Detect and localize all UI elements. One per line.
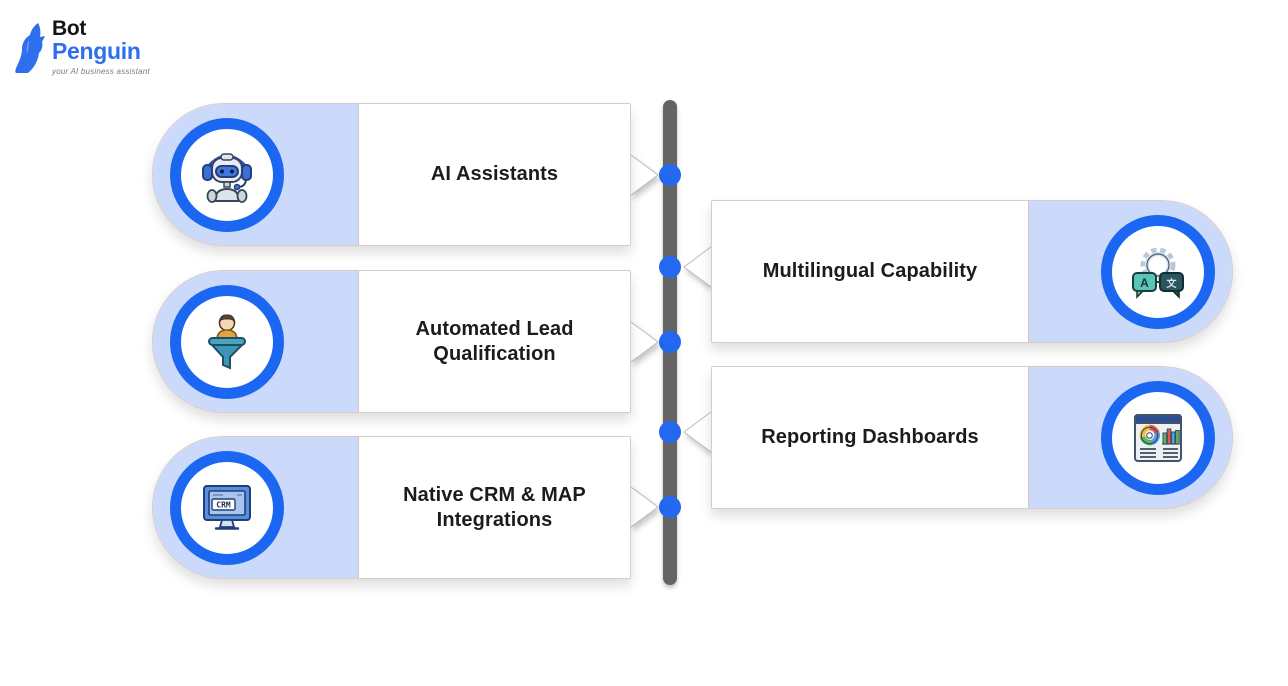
lead-funnel-icon <box>208 313 246 370</box>
card-label: AI Assistants <box>430 163 559 185</box>
timeline-node-crm-integrations <box>659 496 681 518</box>
svg-text:A: A <box>1140 276 1149 290</box>
card-label-section: Automated Lead Qualification <box>359 271 630 412</box>
connector-arrow-right-icon <box>630 154 659 196</box>
robot-assistant-icon <box>202 152 252 203</box>
card-label: Native CRM & MAP Integrations <box>403 483 586 531</box>
card-icon-section <box>1028 367 1232 508</box>
dashboard-icon <box>1134 413 1182 462</box>
card-icon-section <box>153 104 359 245</box>
card-label: Multilingual Capability <box>762 260 978 282</box>
feature-card-multilingual: Multilingual Capability A 文 <box>711 200 1233 343</box>
connector-arrow-left-icon <box>683 411 712 453</box>
card-icon-section <box>153 271 359 412</box>
card-label-section: Reporting Dashboards <box>712 367 1028 508</box>
icon-circle: CRM <box>170 450 284 565</box>
timeline-node-multilingual <box>659 256 681 278</box>
feature-card-reporting-dashboards: Reporting Dashboards <box>711 366 1233 509</box>
feature-card-ai-assistants: AI Assistants <box>152 103 631 246</box>
card-icon-section: CRM <box>153 437 359 578</box>
connector-arrow-right-icon <box>630 486 659 528</box>
card-label-section: AI Assistants <box>359 104 630 245</box>
icon-circle <box>170 117 284 232</box>
crm-monitor-icon: CRM <box>203 484 251 530</box>
logo-text-bot: Bot <box>52 17 87 40</box>
connector-arrow-right-icon <box>630 321 659 363</box>
translation-icon: A 文 <box>1132 247 1184 299</box>
icon-circle <box>170 284 284 399</box>
timeline-node-reporting <box>659 421 681 443</box>
card-label-section: Native CRM & MAP Integrations <box>359 437 630 578</box>
botpenguin-logo: Bot Penguin your AI business assistant <box>14 18 150 76</box>
card-label-section: Multilingual Capability <box>712 201 1028 342</box>
svg-text:CRM: CRM <box>216 500 231 509</box>
feature-card-lead-qualification: Automated Lead Qualification <box>152 270 631 413</box>
card-label: Reporting Dashboards <box>761 426 979 448</box>
logo-text-penguin: Penguin <box>52 38 141 64</box>
feature-card-crm-integrations: CRM Native CRM & MAP Integrations <box>152 436 631 579</box>
connector-arrow-left-icon <box>683 246 712 288</box>
penguin-icon <box>15 23 45 73</box>
timeline-node-ai-assistants <box>659 164 681 186</box>
icon-circle <box>1101 380 1215 495</box>
logo-tagline: your AI business assistant <box>52 67 150 76</box>
icon-circle: A 文 <box>1101 214 1215 329</box>
timeline-node-lead-qualification <box>659 331 681 353</box>
card-icon-section: A 文 <box>1028 201 1232 342</box>
card-label: Automated Lead Qualification <box>415 317 574 365</box>
svg-text:文: 文 <box>1167 277 1178 290</box>
